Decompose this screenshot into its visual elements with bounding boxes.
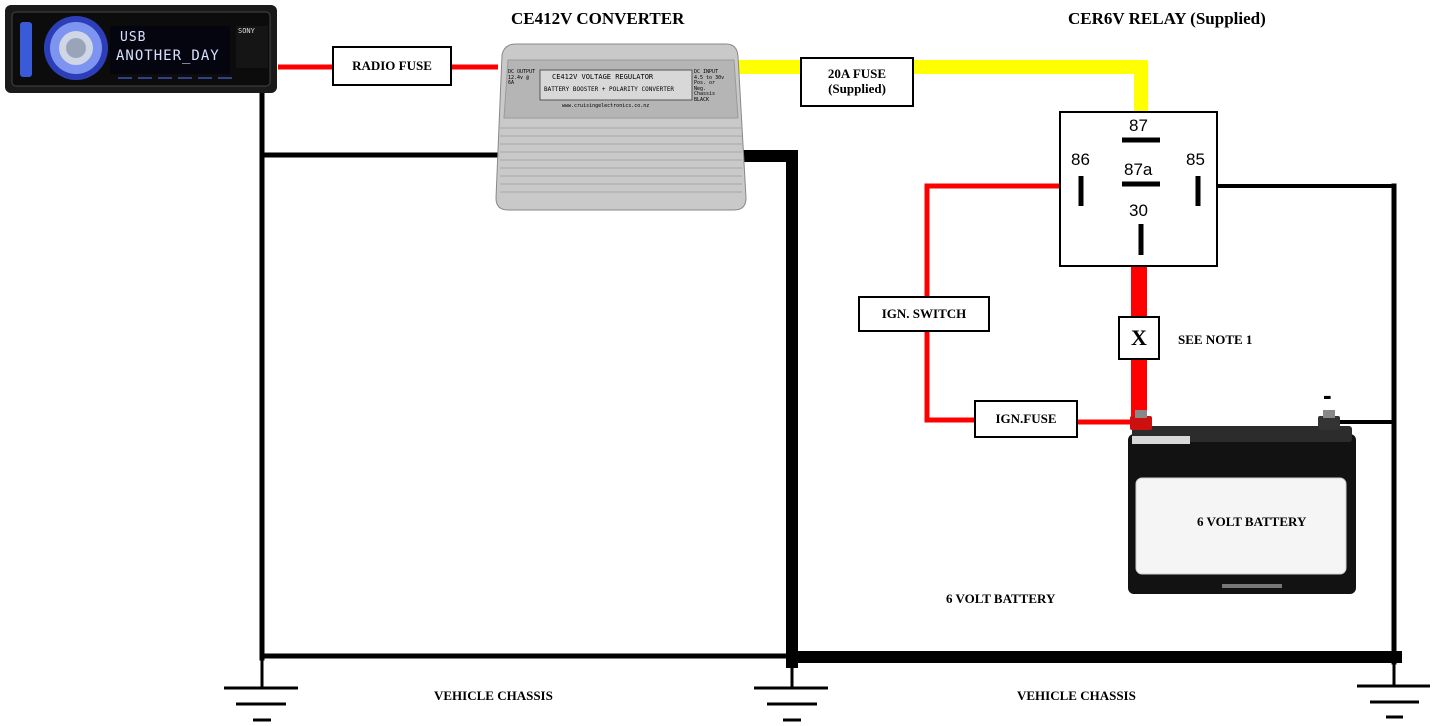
converter-input-label: DC INPUT 4.5 to 30v Pos. or Neg. Chassis… <box>694 69 725 103</box>
chassis-label-left: VEHICLE CHASSIS <box>434 688 553 703</box>
note-text: SEE NOTE 1 <box>1178 332 1253 347</box>
battery-face-label: 6 VOLT BATTERY <box>1197 514 1307 529</box>
relay-pin-86: 86 <box>1071 150 1090 169</box>
radio-display-line2: ANOTHER_DAY <box>116 48 220 64</box>
battery-caption: 6 VOLT BATTERY <box>946 591 1056 606</box>
radio-display-line1: USB <box>120 30 147 45</box>
ignition-switch-label: IGN. SWITCH <box>881 305 967 321</box>
relay-pin-87a: 87a <box>1124 160 1153 179</box>
radio-brand: SONY <box>238 27 255 35</box>
radio-fuse: RADIO FUSE <box>332 46 452 86</box>
yellow-wire <box>730 60 1148 113</box>
main-fuse-sublabel: (Supplied) <box>828 81 886 96</box>
ignition-switch: IGN. SWITCH <box>858 296 990 332</box>
relay-pin-87: 87 <box>1129 116 1148 135</box>
ignition-fuse: IGN.FUSE <box>974 400 1078 438</box>
note-x-label: X <box>1131 325 1147 351</box>
battery-unit <box>1128 426 1356 594</box>
note-x-marker: X <box>1118 316 1160 360</box>
main-fuse-label: 20A FUSE <box>827 66 887 82</box>
battery-positive-terminal <box>1130 410 1152 430</box>
chassis-label-right: VEHICLE CHASSIS <box>1017 688 1136 703</box>
converter-title: CE412V CONVERTER <box>511 9 685 28</box>
converter-face-title: CE412V VOLTAGE REGULATOR <box>552 73 654 81</box>
ignition-fuse-label: IGN.FUSE <box>995 410 1057 426</box>
ground-symbol-middle <box>754 662 828 722</box>
radio-fuse-label: RADIO FUSE <box>352 57 432 73</box>
black-wires <box>259 92 1402 668</box>
relay-pin-30: 30 <box>1129 201 1148 220</box>
converter-url: www.cruisingelectronics.co.nz <box>562 103 650 109</box>
ground-symbol-right <box>1357 662 1430 719</box>
relay-pin-85: 85 <box>1186 150 1205 169</box>
converter-face-subtitle: BATTERY BOOSTER + POLARITY CONVERTER <box>544 86 675 93</box>
ground-symbol-left <box>224 660 298 722</box>
converter-unit <box>495 43 747 211</box>
relay-title: CER6V RELAY (Supplied) <box>1068 9 1266 28</box>
converter-output-label: DC OUTPUT 12.4v @ 6A <box>508 69 536 86</box>
battery-negative-label: - <box>1323 380 1332 410</box>
relay-terminals <box>1078 137 1201 255</box>
main-fuse-20a: 20A FUSE (Supplied) <box>800 57 914 107</box>
battery-negative-terminal <box>1318 410 1340 430</box>
car-radio-head-unit <box>5 5 277 93</box>
